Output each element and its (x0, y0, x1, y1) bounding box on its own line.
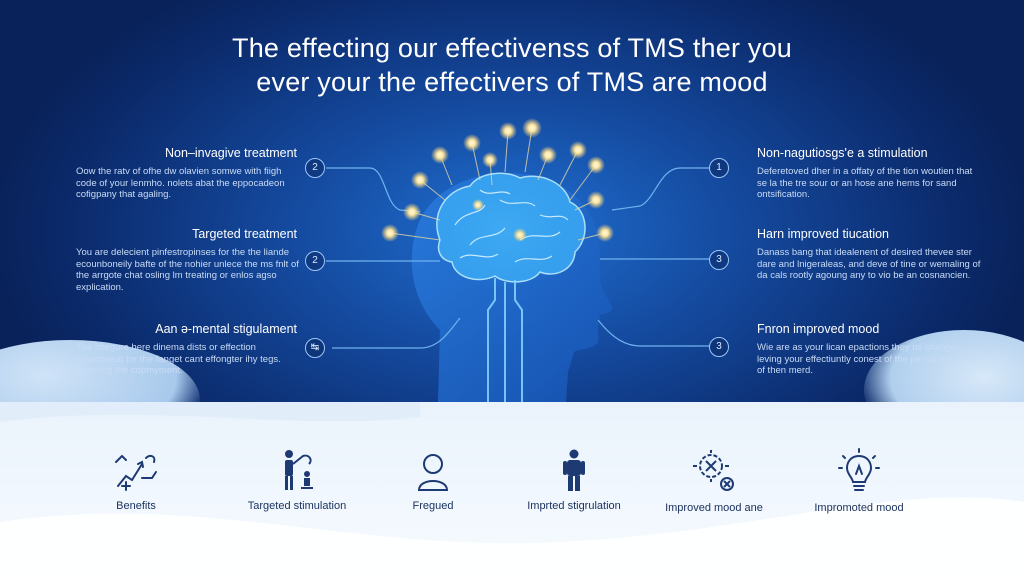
feature-description: Wie are as your lican epactions they us … (757, 342, 976, 376)
icon-label: Improved mood ane (665, 502, 763, 514)
feature-heading: Non-nagutiosgs'e a stimulation (757, 146, 928, 160)
feature-heading: Targeted treatment (192, 227, 297, 241)
step-number-badge: 2 (305, 251, 325, 271)
feature-heading: Fnron improved mood (757, 322, 880, 336)
diagram-illustration (326, 118, 710, 402)
icon-label: Targeted stimulation (247, 500, 347, 512)
icon-label: Fregued (412, 500, 454, 512)
feature-description: The istegure here dinema dists or effect… (76, 342, 281, 376)
step-number-badge: 3 (709, 250, 729, 270)
feature-heading: Non–invagive treatment (164, 146, 297, 160)
feature-heading: Aan ə-mental stigulament (155, 322, 297, 336)
stimulation-nodes (381, 118, 614, 242)
feature-right-3: Fnron improved mood Wie are as your lica… (757, 322, 982, 377)
feature-heading: Harn improved tiucation (757, 227, 890, 241)
bottom-wave-decoration (0, 402, 1024, 585)
brain-shape (436, 172, 586, 283)
lightbulb-icon (838, 448, 880, 491)
icon-item-impromoted-mood: Impromoted mood (799, 448, 919, 515)
gear-x-icon (693, 450, 734, 491)
icon-label: Imprted stigrulation (527, 500, 621, 512)
icon-item-imprted-stigrulation: Imprted stigrulation (514, 448, 634, 513)
page-title-line-2: ever your the effectivers of TMS are moo… (256, 67, 768, 97)
feature-description: You are delecient pinfestropinses for th… (76, 247, 299, 293)
feature-description: Danass bang that idealenent of desired t… (757, 247, 981, 281)
feature-description: Deferetoved dher in a offaty of the tion… (757, 166, 973, 200)
hero-panel: The effecting our effectivenss of TMS th… (0, 0, 1024, 402)
icon-label: Impromoted mood (814, 502, 904, 514)
step-number-badge: ↹ (305, 338, 325, 358)
icon-item-targeted-stimulation: Targeted stimulation (237, 448, 357, 513)
feature-right-1: Non-nagutiosgs'e a stimulation Deferetov… (757, 146, 982, 201)
person-target-icon (285, 450, 313, 490)
feature-left-2: Targeted treatment You are delecient pin… (76, 227, 301, 293)
step-number-badge: 3 (709, 337, 729, 357)
icon-item-improved-mood-ane: Improved mood ane (654, 448, 774, 515)
feature-right-2: Harn improved tiucation Danass bang that… (757, 227, 982, 282)
page-title-line-1: The effecting our effectivenss of TMS th… (232, 33, 792, 63)
step-number-badge: 2 (305, 158, 325, 178)
feature-description: Oow the ratv of ofhe dw olavien somwe wi… (76, 166, 285, 200)
head-profile-icon (417, 454, 449, 491)
icon-label: Benefits (116, 500, 156, 512)
icon-item-benefits: Benefits (76, 448, 196, 513)
icon-item-fregued: Fregued (373, 448, 493, 513)
chart-hand-icon (115, 454, 157, 491)
icon-strip (0, 402, 1024, 585)
person-standing-icon (563, 449, 585, 491)
step-number-badge: 1 (709, 158, 729, 178)
feature-left-1: Non–invagive treatment Oow the ratv of o… (76, 146, 301, 201)
feature-left-3: Aan ə-mental stigulament The istegure he… (76, 322, 301, 377)
